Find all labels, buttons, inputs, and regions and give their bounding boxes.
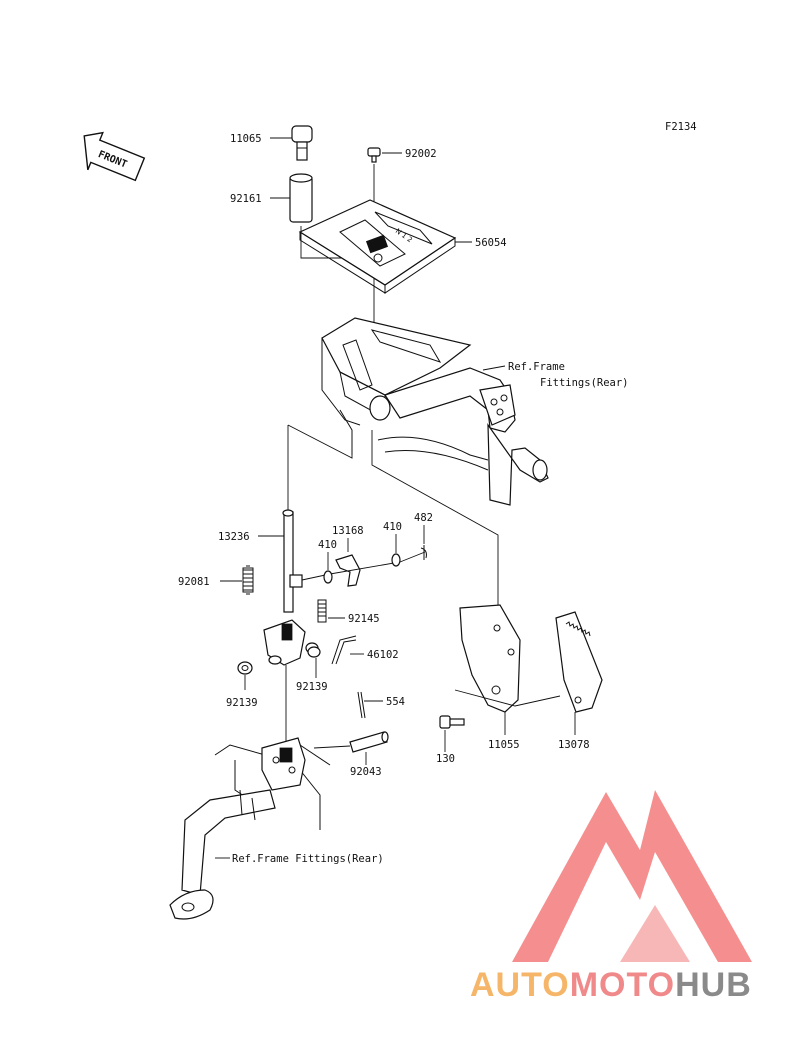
part-92043-pin xyxy=(349,731,389,753)
label-92043: 92043 xyxy=(350,766,382,778)
label-482: 482 xyxy=(414,512,433,524)
label-92139-b: 92139 xyxy=(296,681,328,693)
part-92139-collar-a xyxy=(237,661,253,675)
label-130: 130 xyxy=(436,753,455,765)
label-92145: 92145 xyxy=(348,613,380,625)
watermark-auto: AUTO xyxy=(470,966,570,1004)
part-92139-collar-b xyxy=(307,646,321,658)
part-410-washer-a xyxy=(323,570,333,584)
label-11065: 11065 xyxy=(230,133,262,145)
part-92161-grip xyxy=(289,173,313,223)
part-92002-screw xyxy=(367,147,381,163)
label-11055: 11055 xyxy=(488,739,520,751)
label-56054: 56054 xyxy=(475,237,507,249)
label-410-a: 410 xyxy=(318,539,337,551)
lower-pedal-frame xyxy=(169,737,331,920)
front-arrow-icon: FRONT xyxy=(83,131,146,182)
label-92081: 92081 xyxy=(178,576,210,588)
part-92145-spring xyxy=(317,599,327,623)
watermark-hub: HUB xyxy=(675,966,752,1004)
label-554: 554 xyxy=(386,696,405,708)
part-11055-bracket xyxy=(459,604,521,713)
shift-arm-assembly xyxy=(263,619,319,666)
label-13078: 13078 xyxy=(558,739,590,751)
label-410-b: 410 xyxy=(383,521,402,533)
part-13236-shift-rod xyxy=(282,509,303,613)
part-56054-gate-plate: N 1 2 xyxy=(298,199,457,294)
part-13078-plate xyxy=(555,611,603,713)
label-92161: 92161 xyxy=(230,193,262,205)
watermark-triangle-icon xyxy=(512,790,752,962)
part-554-pin xyxy=(357,691,366,719)
part-46102-link xyxy=(331,635,357,665)
label-92139-a: 92139 xyxy=(226,697,258,709)
label-92002: 92002 xyxy=(405,148,437,160)
watermark-logo xyxy=(512,790,752,962)
label-13168: 13168 xyxy=(332,525,364,537)
watermark-text: AUTOMOTOHUB xyxy=(470,966,752,1004)
label-46102: 46102 xyxy=(367,649,399,661)
part-130-bolt xyxy=(439,715,465,729)
upper-bracket-frame xyxy=(321,317,549,506)
part-92081-spring xyxy=(242,565,254,595)
part-482-clip xyxy=(420,545,427,560)
figure-code: F2134 xyxy=(665,121,697,133)
part-410-washer-b xyxy=(391,553,401,567)
watermark-moto: MOTO xyxy=(570,966,675,1004)
ref-upper-line2: Fittings(Rear) xyxy=(540,377,629,389)
part-11065-bolt xyxy=(291,125,313,161)
label-13236: 13236 xyxy=(218,531,250,543)
ref-upper-line1: Ref.Frame xyxy=(508,361,565,373)
ref-lower: Ref.Frame Fittings(Rear) xyxy=(232,853,384,865)
